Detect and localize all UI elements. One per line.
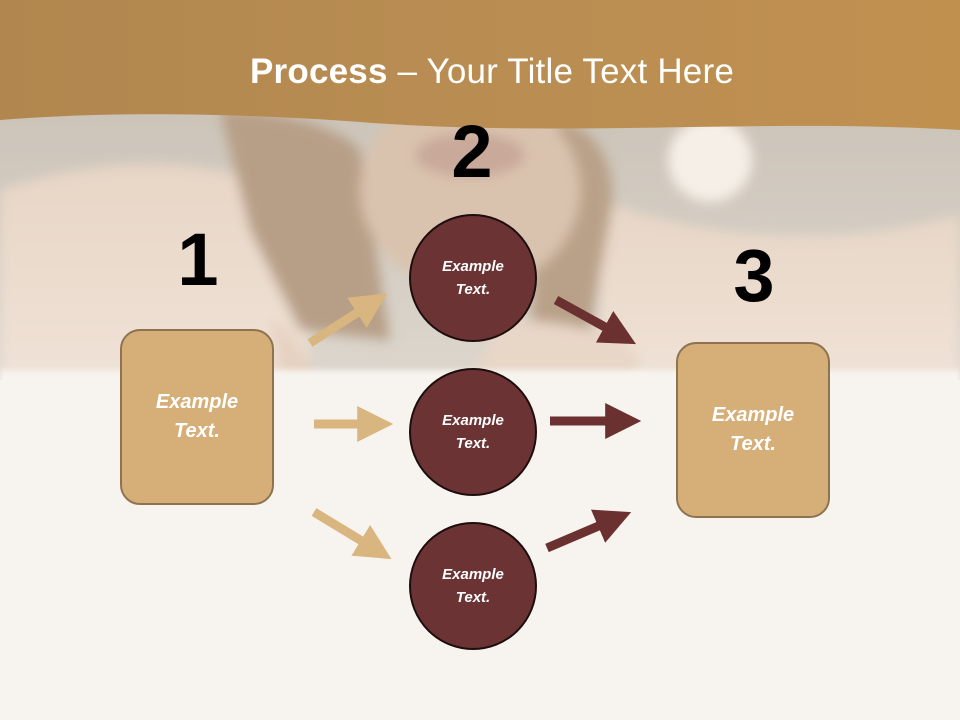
step-1-box: Example Text. [120,329,274,505]
step-3-box: Example Text. [676,342,830,518]
header-band [0,0,960,130]
step-2-circle-top: Example Text. [409,214,537,342]
title-bold: Process [250,52,388,91]
arrow-left-up [307,293,388,347]
arrow-right-up [545,509,632,553]
slide-title: Process – Your Title Text Here [0,52,960,92]
arrow-left-down [311,508,392,560]
step-number-3: 3 [733,234,775,317]
step-number-2: 2 [451,110,493,193]
step-2-circle-bottom: Example Text. [409,522,537,650]
title-rest: – Your Title Text Here [387,52,734,91]
step-number-1: 1 [177,218,219,301]
arrow-right-down [553,296,637,345]
step-2-circle-middle: Example Text. [409,368,537,496]
